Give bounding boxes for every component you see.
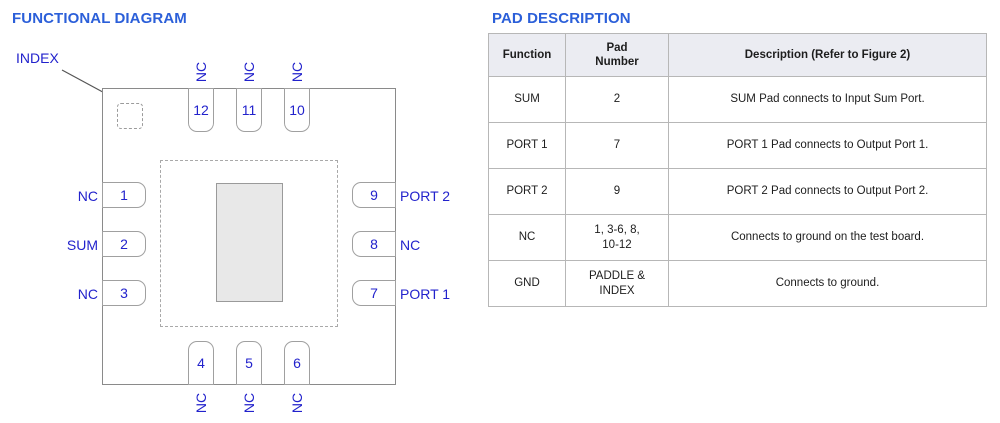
pad-6[interactable]: 6 [284, 341, 310, 385]
splitter-block [216, 183, 283, 302]
pad-12-signal: NC [193, 61, 209, 83]
pad-8[interactable]: 8 [352, 231, 396, 257]
cell-pad-number-line2: INDEX [599, 284, 635, 297]
cell-pad-number: PADDLE & INDEX [565, 260, 669, 307]
pad-5[interactable]: 5 [236, 341, 262, 385]
cell-function: PORT 2 [488, 168, 566, 215]
table-header-row: Function Pad Number Description (Refer t… [488, 33, 987, 77]
cell-pad-number: 1, 3-6, 8, 10-12 [565, 214, 669, 261]
pad-4-signal: NC [193, 392, 209, 414]
pad-3-signal: NC [77, 286, 98, 302]
pad-12-number: 12 [193, 102, 209, 118]
cell-pad-number-line1: 1, 3-6, 8, [594, 224, 640, 237]
cell-description: Connects to ground. [668, 260, 987, 307]
pad-7-signal: PORT 1 [400, 286, 451, 302]
column-header-pad-number-line2: Number [595, 56, 639, 68]
pad-description-table: Function Pad Number Description (Refer t… [488, 33, 987, 307]
pad-8-signal: NC [400, 237, 421, 253]
pad-9-signal: PORT 2 [400, 188, 451, 204]
pad-8-number: 8 [370, 236, 378, 252]
pad-6-signal: NC [289, 392, 305, 414]
pad-1[interactable]: 1 [102, 182, 146, 208]
pad-10-number: 10 [289, 102, 305, 118]
pad-11[interactable]: 11 [236, 88, 262, 132]
pad-2[interactable]: 2 [102, 231, 146, 257]
pad-7-number: 7 [370, 285, 378, 301]
pad-6-number: 6 [293, 355, 301, 371]
pad-9-number: 9 [370, 187, 378, 203]
cell-description: Connects to ground on the test board. [668, 214, 987, 261]
functional-diagram-title: FUNCTIONAL DIAGRAM [12, 10, 187, 27]
cell-function: PORT 1 [488, 122, 566, 169]
column-header-pad-number: Pad Number [565, 33, 669, 77]
pad-11-signal: NC [241, 61, 257, 83]
cell-pad-number-line1: 2 [613, 93, 621, 106]
column-header-pad-number-line1: Pad [606, 41, 628, 54]
pad-5-number: 5 [245, 355, 253, 371]
table-row: SUM 2 SUM Pad connects to Input Sum Port… [488, 76, 987, 123]
cell-pad-number-line1: 9 [613, 185, 621, 198]
column-header-description: Description (Refer to Figure 2) [668, 33, 987, 77]
pad-10[interactable]: 10 [284, 88, 310, 132]
paddle-dashed-outline [160, 160, 338, 327]
table-row: PORT 1 7 PORT 1 Pad connects to Output P… [488, 122, 987, 169]
pad-1-number: 1 [120, 187, 128, 203]
cell-pad-number-line1: 7 [613, 139, 621, 152]
cell-pad-number: 7 [565, 122, 669, 169]
pad-5-signal: NC [241, 392, 257, 414]
pad-2-signal: SUM [66, 237, 98, 253]
index-label: INDEX [16, 50, 59, 66]
cell-pad-number-line1: PADDLE & [588, 270, 646, 283]
pad-12[interactable]: 12 [188, 88, 214, 132]
cell-pad-number: 9 [565, 168, 669, 215]
cell-function: GND [488, 260, 566, 307]
index-corner-mark [117, 103, 143, 129]
pad-3-number: 3 [120, 285, 128, 301]
pad-9[interactable]: 9 [352, 182, 396, 208]
pad-2-number: 2 [120, 236, 128, 252]
table-row: PORT 2 9 PORT 2 Pad connects to Output P… [488, 168, 987, 215]
pad-description-title: PAD DESCRIPTION [492, 10, 631, 27]
functional-diagram: INDEX 1 NC 2 SUM 3 NC 9 PORT 2 8 NC 7 PO… [0, 0, 480, 423]
cell-description: SUM Pad connects to Input Sum Port. [668, 76, 987, 123]
pad-4[interactable]: 4 [188, 341, 214, 385]
pad-10-signal: NC [289, 61, 305, 83]
pad-7[interactable]: 7 [352, 280, 396, 306]
column-header-function: Function [488, 33, 566, 77]
pad-4-number: 4 [197, 355, 205, 371]
cell-description: PORT 2 Pad connects to Output Port 2. [668, 168, 987, 215]
cell-function: SUM [488, 76, 566, 123]
cell-function: NC [488, 214, 566, 261]
pad-3[interactable]: 3 [102, 280, 146, 306]
pad-1-signal: NC [77, 188, 98, 204]
cell-pad-number-line2: 10-12 [602, 238, 632, 251]
table-row: GND PADDLE & INDEX Connects to ground. [488, 260, 987, 307]
table-row: NC 1, 3-6, 8, 10-12 Connects to ground o… [488, 214, 987, 261]
pad-11-number: 11 [241, 102, 257, 118]
cell-description: PORT 1 Pad connects to Output Port 1. [668, 122, 987, 169]
cell-pad-number: 2 [565, 76, 669, 123]
